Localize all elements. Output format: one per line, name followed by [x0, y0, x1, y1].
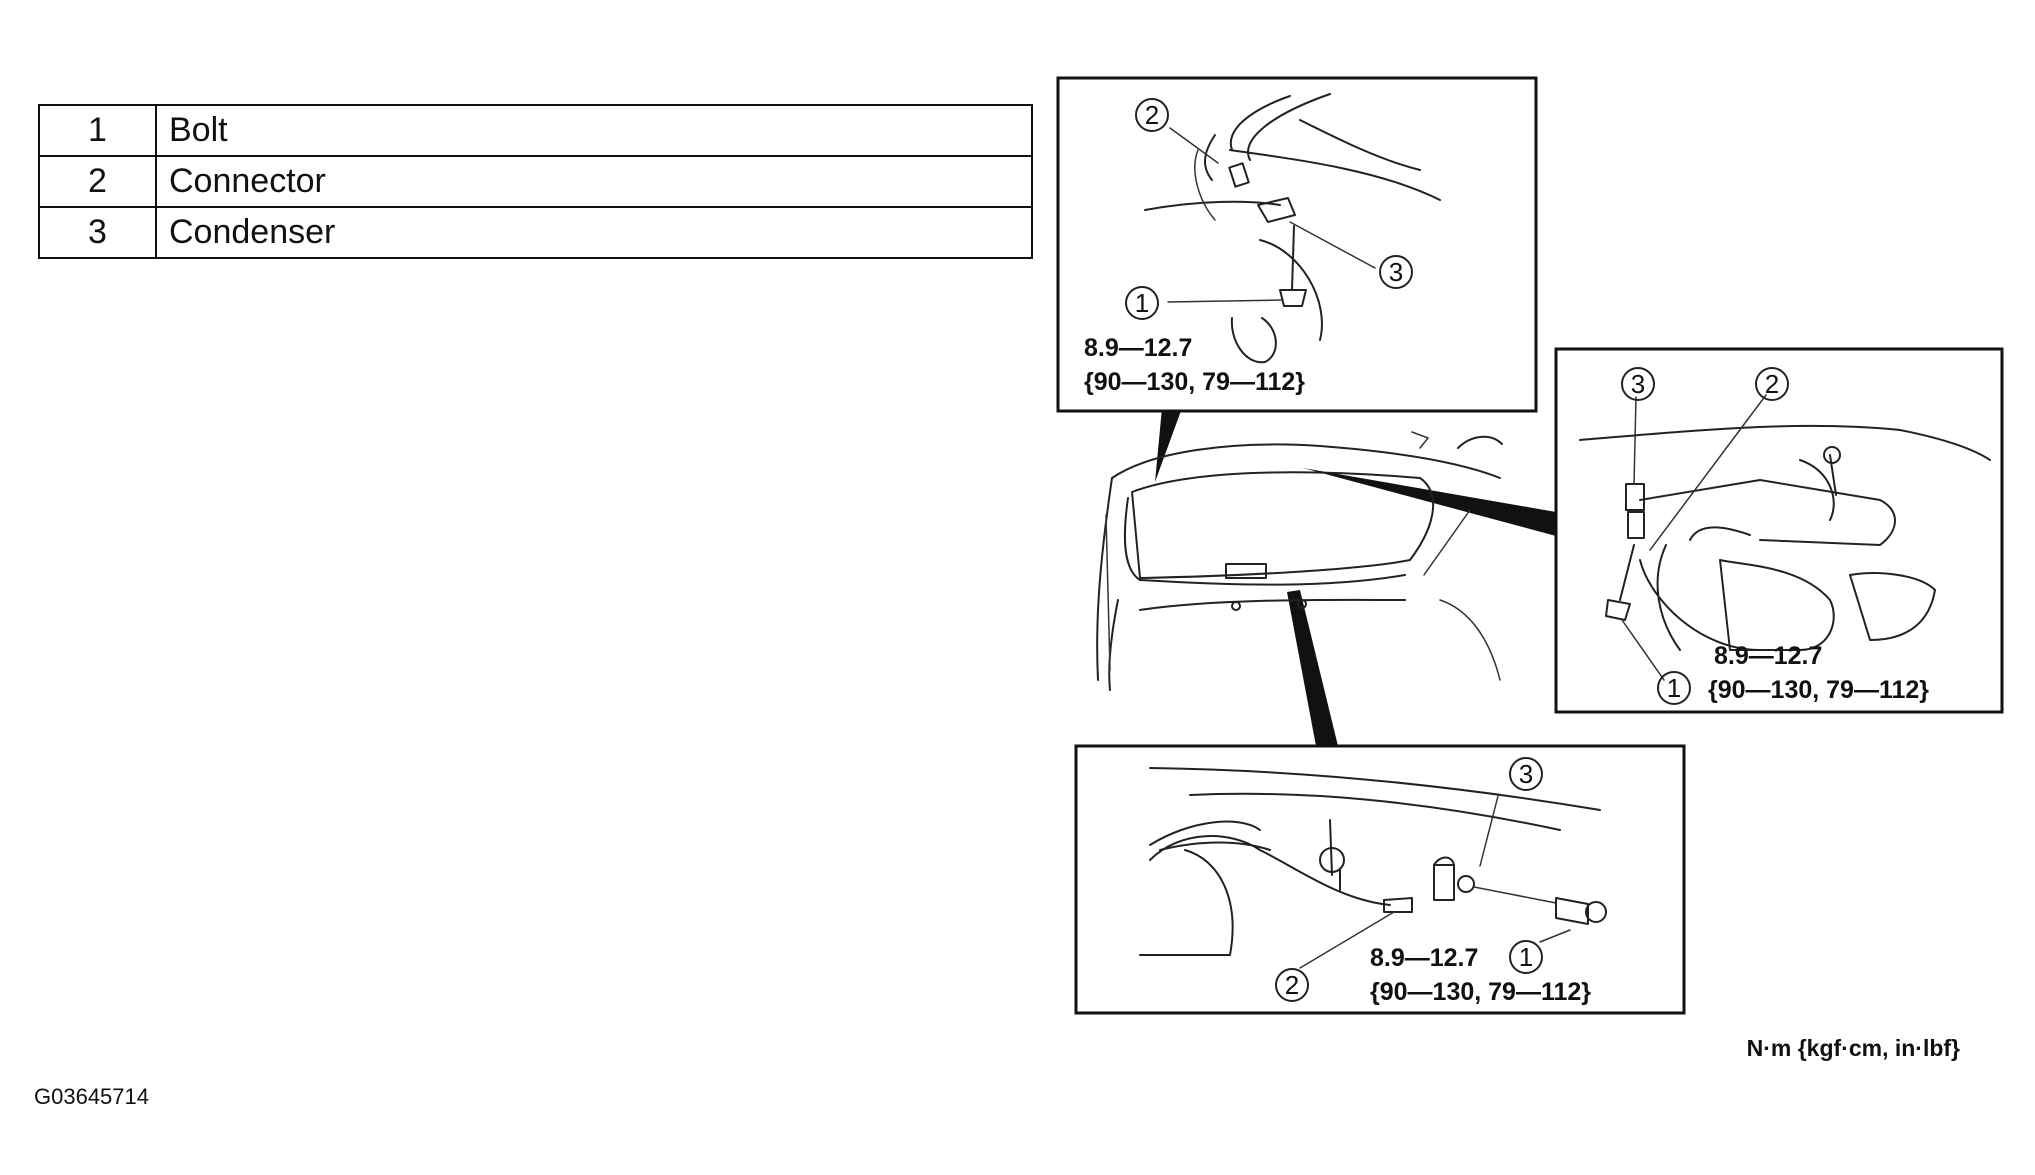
- parts-legend-table: 1 Bolt 2 Connector 3 Condenser: [38, 104, 1033, 259]
- vehicle-liftgate-illustration: [1096, 431, 1503, 691]
- callout-1: 1: [1519, 942, 1533, 972]
- detail-box-bottom: 3 2 1 8.9—12.7 {90—130, 79—112}: [1074, 744, 1686, 1015]
- callout-3: 3: [1519, 759, 1533, 789]
- callout-1: 1: [1667, 673, 1681, 703]
- callout-2: 2: [1285, 970, 1299, 1000]
- pointer-wedge-right: [1303, 468, 1556, 536]
- detail-box-top: 2 3 1 8.9—12.7 {90—130, 79—112}: [1056, 76, 1538, 413]
- legend-label: Connector: [155, 155, 1033, 208]
- legend-row: 1 Bolt: [38, 104, 1033, 157]
- callout-1: 1: [1135, 288, 1149, 318]
- torque-alt-units: {90—130, 79—112}: [1708, 676, 1929, 704]
- legend-number: 3: [38, 206, 157, 259]
- legend-number: 2: [38, 155, 157, 208]
- figure-code: G03645714: [34, 1084, 149, 1109]
- torque-range: 8.9—12.7: [1714, 642, 1822, 670]
- callout-3: 3: [1389, 257, 1403, 287]
- detail-box-right: 3 2 1 8.9—12.7 {90—130, 79—112}: [1554, 347, 2004, 714]
- torque-alt-units: {90—130, 79—112}: [1370, 978, 1591, 1006]
- pointer-wedge-top: [1155, 408, 1182, 482]
- torque-alt-units: {90—130, 79—112}: [1084, 368, 1305, 396]
- pointer-wedge-bottom: [1287, 590, 1338, 746]
- legend-row: 3 Condenser: [38, 206, 1033, 259]
- torque-range: 8.9—12.7: [1084, 334, 1192, 362]
- legend-number: 1: [38, 104, 157, 157]
- legend-label: Bolt: [155, 104, 1033, 157]
- callout-2: 2: [1765, 369, 1779, 399]
- legend-row: 2 Connector: [38, 155, 1033, 208]
- legend-label: Condenser: [155, 206, 1033, 259]
- callout-2: 2: [1145, 100, 1159, 130]
- units-note: N·m {kgf·cm, in·lbf}: [1747, 1035, 1960, 1061]
- callout-3: 3: [1631, 369, 1645, 399]
- torque-range: 8.9—12.7: [1370, 944, 1478, 972]
